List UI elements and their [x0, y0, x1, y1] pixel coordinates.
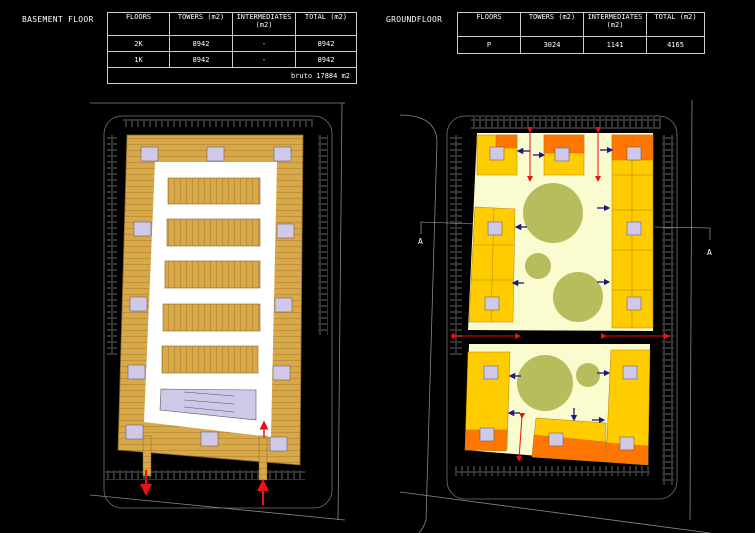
core — [127, 364, 146, 380]
core — [272, 365, 291, 381]
core — [133, 221, 152, 237]
groundfloor-plan: A A — [399, 99, 712, 533]
table-row: 1K 8942 - 8942 — [107, 51, 357, 68]
cell: 1141 — [583, 36, 647, 54]
basement-area-table: FLOORS TOWERS (m2) INTERMEDIATES (m2) TO… — [107, 12, 357, 84]
tree-canopy — [576, 363, 600, 387]
core — [140, 146, 159, 162]
core — [626, 146, 642, 161]
tree-canopy — [553, 272, 603, 322]
entrance-arrows — [507, 146, 614, 424]
street-parking — [455, 466, 650, 476]
tree-canopy — [525, 253, 551, 279]
unit — [468, 206, 516, 323]
core — [554, 147, 570, 162]
section-line-a: A A — [418, 221, 712, 257]
cell: 4165 — [646, 36, 705, 54]
core — [489, 146, 505, 161]
ramp — [159, 388, 257, 421]
core — [273, 146, 292, 162]
groundfloor-title: GROUNDFLOOR — [386, 15, 443, 24]
core — [129, 296, 148, 312]
ramp-entry — [258, 435, 268, 481]
gross-area-total: bruto 17884 m2 — [107, 67, 357, 84]
stair-cores — [125, 146, 295, 452]
double-arrow-icon — [516, 412, 526, 462]
south-units — [464, 349, 651, 466]
tree-canopy — [523, 183, 583, 243]
north-units — [468, 134, 654, 329]
section-marker-right: A — [707, 248, 712, 257]
basement-floor-title: BASEMENT FLOOR — [22, 15, 94, 24]
table-row: P 3024 1141 4165 — [457, 36, 705, 54]
street-parking — [318, 135, 328, 335]
core — [548, 432, 564, 447]
parking-row — [161, 345, 259, 374]
vehicle-arrows — [452, 127, 670, 462]
header-total: TOTAL (m2) — [295, 12, 357, 36]
parking-row — [162, 303, 261, 332]
street-parking — [105, 470, 305, 480]
street-parking — [123, 119, 313, 127]
core — [200, 431, 219, 447]
core — [626, 296, 642, 311]
block-outline — [446, 115, 678, 500]
parking-row — [167, 177, 261, 205]
street-parking — [107, 135, 117, 355]
core — [276, 223, 295, 239]
core — [269, 436, 288, 452]
street-parking — [471, 117, 661, 129]
unit — [495, 134, 518, 149]
unit — [464, 351, 511, 451]
core — [484, 296, 500, 311]
header-towers: TOWERS (m2) — [520, 12, 584, 37]
street-parking — [662, 135, 674, 485]
core — [487, 221, 503, 236]
section-marker-left: A — [418, 237, 423, 246]
tree-canopy — [517, 355, 573, 411]
parking-row — [166, 218, 261, 247]
core — [626, 221, 642, 236]
core — [125, 424, 144, 440]
street-edge — [399, 114, 438, 533]
groundfloor-area-table: FLOORS TOWERS (m2) INTERMEDIATES (m2) TO… — [457, 12, 705, 54]
core — [622, 365, 638, 380]
core — [206, 146, 225, 162]
core — [274, 297, 293, 313]
trees — [517, 183, 603, 411]
core — [619, 436, 635, 451]
core — [479, 427, 495, 442]
basement-plan — [89, 102, 346, 521]
parking-row — [164, 260, 261, 289]
core — [483, 365, 499, 380]
block-outline — [103, 115, 333, 509]
stair-cores — [479, 146, 642, 451]
street-parking — [450, 135, 462, 355]
